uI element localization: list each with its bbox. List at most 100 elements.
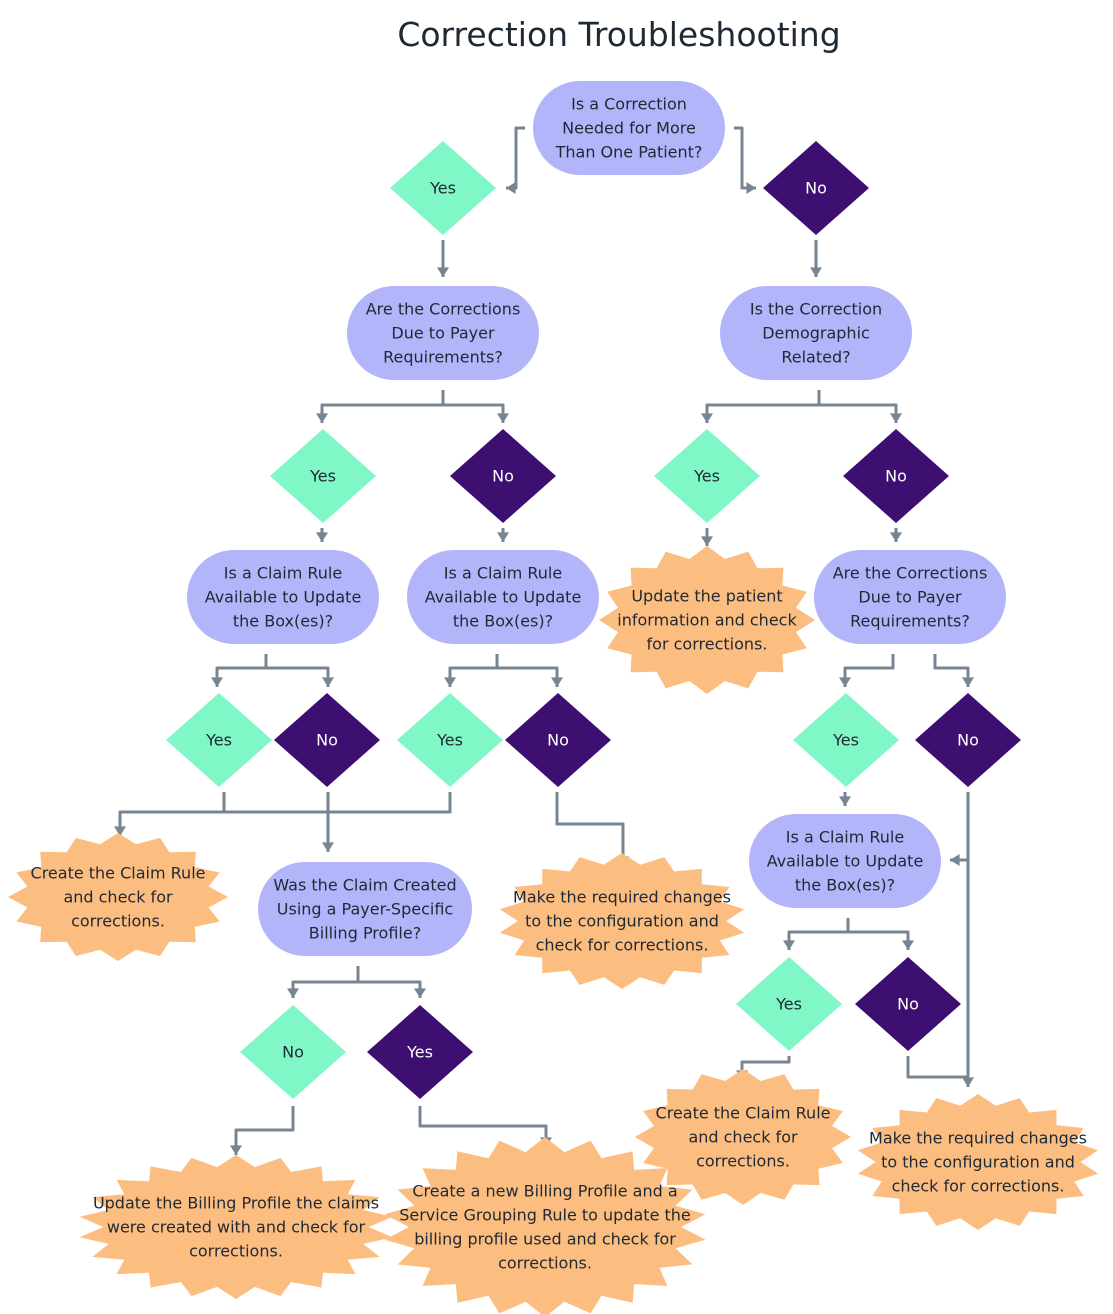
a-config-1-line-2: to the configuration and	[525, 912, 719, 931]
a-new-profile-line-3: billing profile used and check for	[414, 1230, 676, 1249]
connector-arrowhead	[839, 677, 851, 687]
no-decision-d3-no: No	[843, 429, 949, 523]
d8-yes-line-1: Yes	[406, 1043, 433, 1062]
decision-shape	[793, 693, 899, 787]
d5-yes-line-1: Yes	[436, 731, 463, 750]
connector-arrowhead	[506, 182, 516, 194]
connector-arrowhead	[890, 413, 902, 423]
connectors	[114, 126, 974, 1155]
question-shape	[407, 550, 599, 644]
no-decision-d8-no: No	[855, 957, 961, 1051]
action-shape	[384, 1137, 706, 1314]
connector-line	[933, 654, 970, 687]
a-config-2-line-3: check for corrections.	[892, 1177, 1065, 1196]
connector-arrowhead	[962, 1077, 974, 1087]
connector-line	[358, 980, 422, 998]
d4-no-line-1: No	[316, 731, 338, 750]
decision-shape	[270, 429, 376, 523]
decision-shape	[166, 693, 272, 787]
connector-line	[497, 666, 559, 687]
q6-line-3: Requirements?	[850, 612, 970, 631]
a-create-rule-1-line-2: and check for	[63, 888, 173, 907]
action-shape	[599, 546, 815, 694]
connector-line	[705, 390, 821, 423]
action-shape	[499, 853, 745, 989]
a-create-rule-2-line-1: Create the Claim Rule	[656, 1104, 831, 1123]
action-a-patient: Update the patient information and check f…	[599, 546, 815, 694]
q7-line-1: Was the Claim Created	[273, 876, 456, 895]
connector-line	[266, 666, 330, 687]
yes-decision-d7-no: No	[240, 1005, 346, 1099]
yes-decision-d5-yes: Yes	[397, 693, 503, 787]
connector-arrowhead	[810, 267, 822, 277]
connector-line	[224, 792, 452, 814]
a-new-profile-line-2: Service Grouping Rule to update the	[399, 1206, 691, 1225]
q1-line-2: Needed for More	[562, 119, 696, 138]
a-patient-line-2: information and check	[617, 611, 797, 630]
q4-line-1: Is a Claim Rule	[224, 564, 342, 583]
no-decision-d8-yes: Yes	[367, 1005, 473, 1099]
q8-line-2: Available to Update	[767, 852, 924, 871]
decision-shape	[367, 1005, 473, 1099]
q5-line-1: Is a Claim Rule	[444, 564, 562, 583]
q1-line-1: Is a Correction	[571, 95, 687, 114]
q2-line-3: Requirements?	[383, 348, 503, 367]
q2-line-2: Due to Payer	[391, 324, 495, 343]
connector-arrowhead	[211, 677, 223, 687]
connector-line	[555, 792, 625, 866]
connector-arrowhead	[839, 796, 851, 806]
no-decision-d6-no: No	[915, 693, 1021, 787]
q2-line-1: Are the Corrections	[366, 300, 521, 319]
question-shape	[720, 286, 912, 380]
connector-line	[320, 390, 445, 423]
connector-arrowhead	[950, 854, 960, 866]
action-shape	[8, 833, 228, 961]
q4-line-3: the Box(es)?	[233, 612, 333, 631]
a-create-rule-2-line-3: corrections.	[696, 1152, 790, 1171]
decision-shape	[505, 693, 611, 787]
a-patient-line-1: Update the patient	[631, 587, 782, 606]
connector-arrowhead	[701, 413, 713, 423]
decision-shape	[397, 693, 503, 787]
decision-shape	[855, 957, 961, 1051]
d4-yes-line-1: Yes	[205, 731, 232, 750]
a-config-2-line-1: Make the required changes	[869, 1129, 1087, 1148]
connector-arrowhead	[551, 677, 563, 687]
action-a-new-profile: Create a new Billing Profile and a Servic…	[384, 1137, 706, 1314]
connector-arrowhead	[444, 677, 456, 687]
yes-decision-d2-yes: Yes	[270, 429, 376, 523]
a-create-rule-2-line-2: and check for	[688, 1128, 798, 1147]
connector-line	[118, 792, 226, 836]
a-config-1-line-1: Make the required changes	[513, 888, 731, 907]
no-decision-d5-no: No	[505, 693, 611, 787]
decision-shape	[843, 429, 949, 523]
connector-line	[819, 403, 898, 423]
d1-yes-line-1: Yes	[429, 179, 456, 198]
q6-line-2: Due to Payer	[858, 588, 962, 607]
connector-arrowhead	[783, 940, 795, 950]
decision-shape	[763, 141, 869, 235]
no-decision-d4-no: No	[274, 693, 380, 787]
d3-no-line-1: No	[885, 467, 907, 486]
a-new-profile-line-1: Create a new Billing Profile and a	[412, 1182, 677, 1201]
connector-line	[215, 654, 268, 687]
connector-arrowhead	[962, 677, 974, 687]
diagram-title: Correction Troubleshooting	[397, 15, 840, 54]
a-create-rule-1-line-1: Create the Claim Rule	[31, 864, 206, 883]
d6-yes-line-1: Yes	[832, 731, 859, 750]
connector-line	[418, 1106, 548, 1147]
a-patient-line-3: for corrections.	[647, 635, 768, 654]
question-shape	[533, 81, 725, 175]
connector-arrowhead	[890, 532, 902, 542]
connector-arrowhead	[746, 182, 756, 194]
decision-shape	[240, 1005, 346, 1099]
